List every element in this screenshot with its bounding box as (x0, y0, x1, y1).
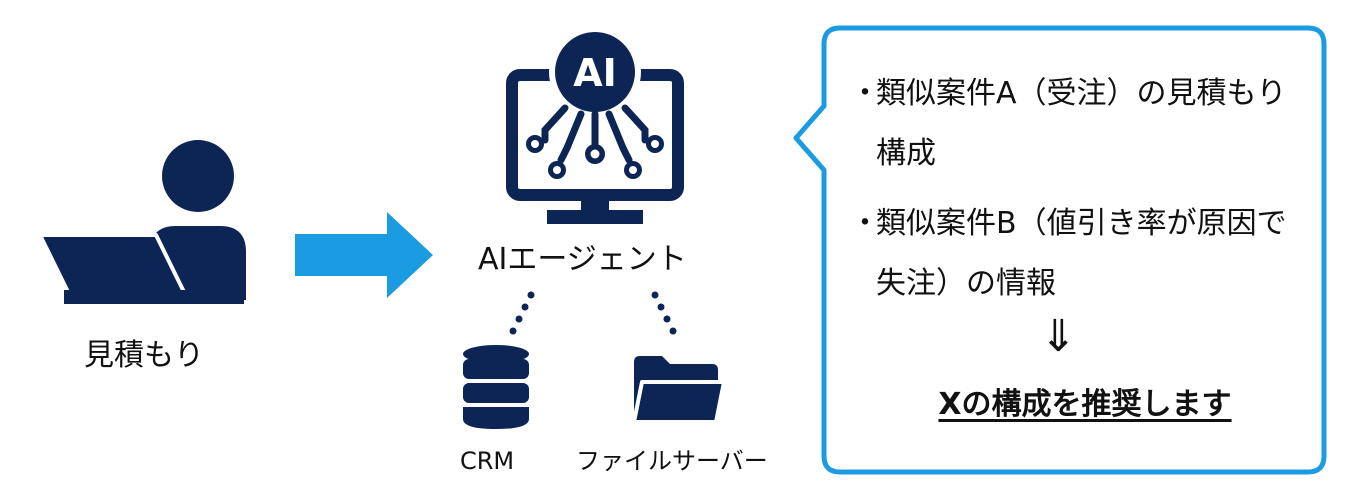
ai-badge-text: AI (573, 51, 617, 95)
bullet-mark: ・ (850, 76, 880, 111)
bullet-mark: ・ (850, 206, 880, 241)
user-label: 見積もり (84, 338, 204, 373)
bubble-item-text: 類似案件B（値引き率が原因で失注）の情報 (876, 206, 1287, 301)
database-icon (463, 345, 529, 429)
ai-monitor-icon: AI (506, 26, 684, 224)
user-with-laptop-icon (38, 140, 246, 304)
connector-file-server (651, 291, 677, 335)
connector-crm (509, 291, 535, 335)
folder-icon (632, 356, 726, 424)
speech-bubble (793, 25, 1327, 475)
bubble-list: ・ 類似案件A（受注）の見積もり構成 ・ 類似案件B（値引き率が原因で失注）の情… (850, 64, 1310, 324)
file-server-label: ファイルサーバー (576, 447, 768, 475)
crm-label: CRM (460, 447, 515, 475)
recommendation-text: Xの構成を推奨します (938, 387, 1232, 422)
flow-arrow-icon (295, 212, 433, 298)
bubble-item: ・ 類似案件B（値引き率が原因で失注）の情報 (850, 194, 1310, 314)
agent-label: AIエージェント (478, 242, 687, 277)
down-arrow-icon: ⇓ (1040, 311, 1077, 362)
bubble-item: ・ 類似案件A（受注）の見積もり構成 (850, 64, 1310, 184)
bubble-item-text: 類似案件A（受注）の見積もり構成 (876, 76, 1287, 171)
